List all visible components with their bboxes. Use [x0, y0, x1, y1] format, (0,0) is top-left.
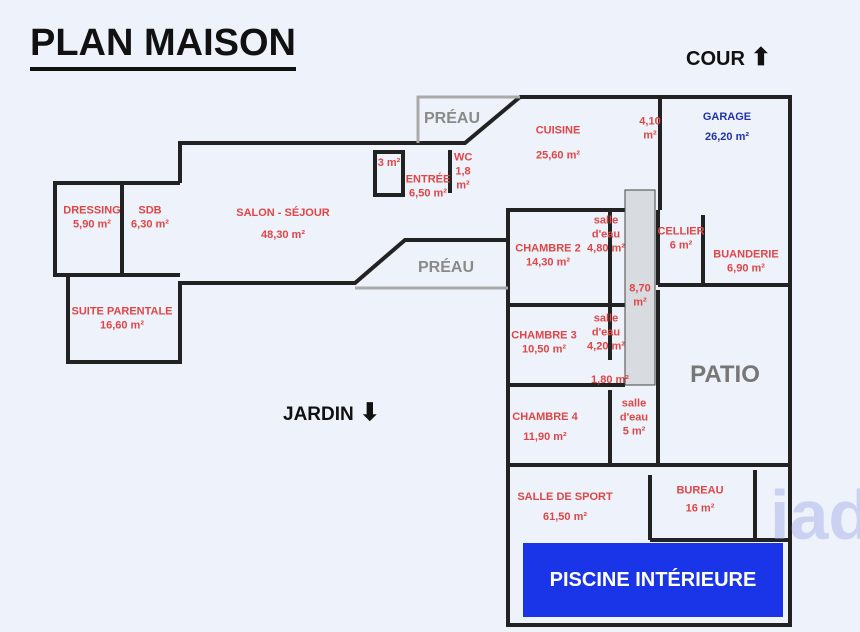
iad-watermark-logo: iad — [770, 476, 860, 554]
compass-north: COUR⬆ — [686, 43, 771, 72]
preau-north: PRÉAU — [423, 110, 481, 127]
preau-south: PRÉAU — [417, 259, 475, 276]
page-title: PLAN MAISON — [30, 22, 296, 71]
room-degagement: 1,80 m² — [591, 374, 629, 387]
room-piscine: PISCINE INTÉRIEURE — [523, 543, 783, 617]
patio: PATIO — [690, 361, 760, 388]
compass-south: JARDIN⬇ — [283, 398, 380, 427]
arrow-up-icon: ⬆ — [750, 44, 771, 71]
jardin-label: JARDIN — [283, 404, 354, 425]
room-hall: 4,10 m² — [639, 115, 661, 141]
room-couloir: 8,70 m² — [629, 282, 651, 308]
cour-label: COUR — [686, 48, 745, 70]
arrow-down-icon: ⬇ — [359, 399, 380, 426]
room-placard: 3 m² — [377, 157, 401, 170]
